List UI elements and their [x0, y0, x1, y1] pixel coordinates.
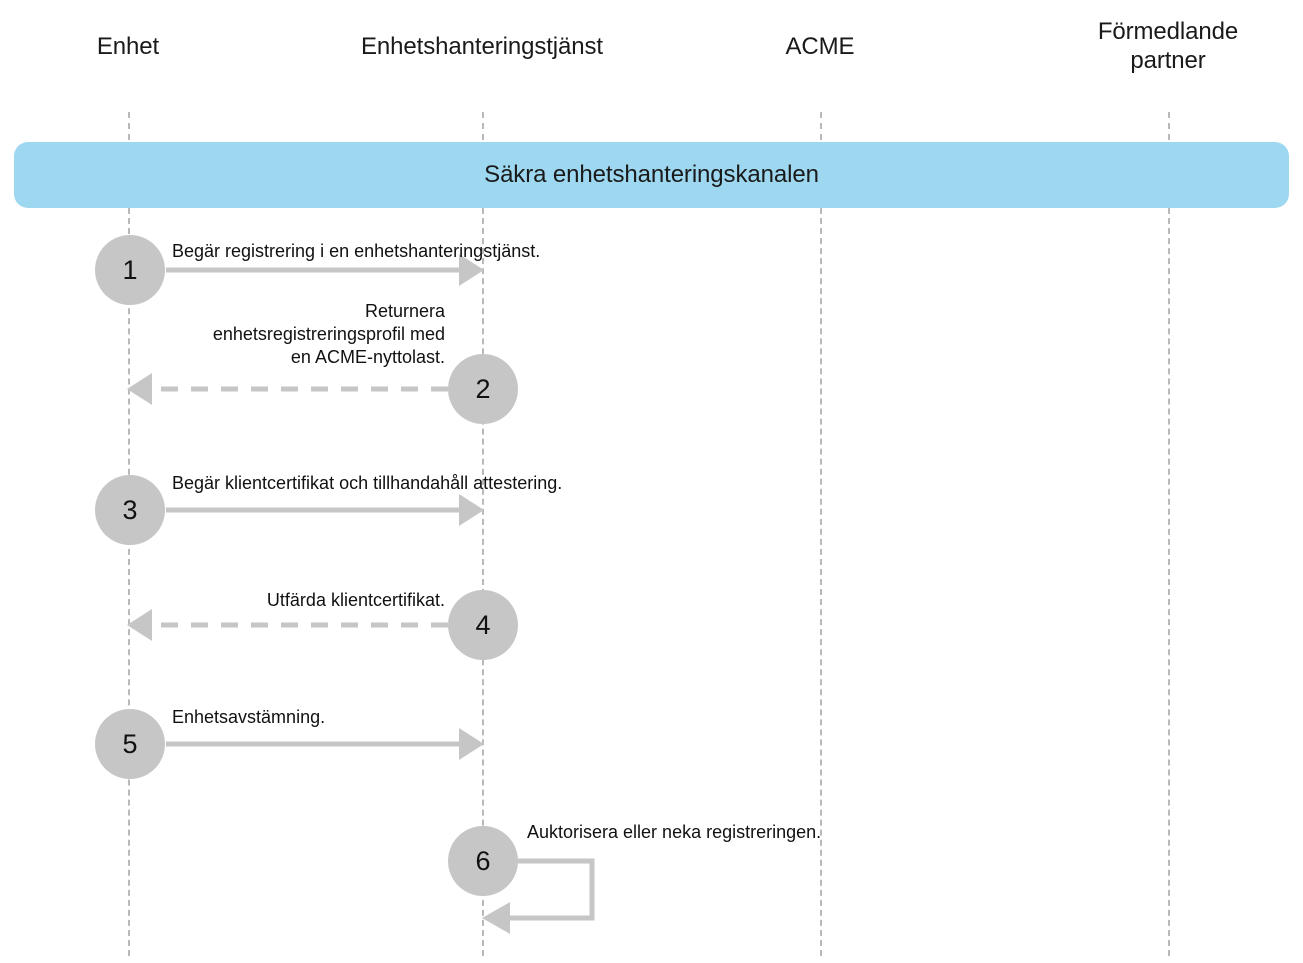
arrow-step-2	[127, 373, 448, 405]
step-number: 6	[475, 845, 491, 876]
arrow-step-5	[166, 728, 484, 760]
lifeline-acme	[820, 208, 822, 956]
lane-header-enhet: Enhet	[96, 33, 160, 60]
arrow-step-4	[127, 609, 448, 641]
arrow-step-3	[166, 494, 484, 526]
message-label-2: Returnera enhetsregistreringsprofil med …	[212, 301, 445, 367]
step-marker-1[interactable]: 1	[95, 235, 165, 305]
secure-channel-band: Säkra enhetshanteringskanalen	[14, 142, 1289, 208]
step-number: 1	[122, 254, 138, 285]
message-label-5: Enhetsavstämning.	[172, 707, 326, 727]
step-number: 5	[122, 728, 138, 759]
step-marker-6[interactable]: 6	[448, 826, 518, 896]
lifeline-enhet-top	[128, 112, 130, 140]
secure-channel-band-label: Säkra enhetshanteringskanalen	[484, 161, 819, 188]
step-number: 3	[122, 494, 138, 525]
lifeline-formedlande-partner-top	[1168, 112, 1170, 140]
step-marker-4[interactable]: 4	[448, 590, 518, 660]
message-label-3: Begär klientcertifikat och tillhandahåll…	[172, 473, 563, 493]
step-marker-3[interactable]: 3	[95, 475, 165, 545]
step-marker-5[interactable]: 5	[95, 709, 165, 779]
message-label-1: Begär registrering i en enhetshanterings…	[172, 241, 541, 261]
step-marker-2[interactable]: 2	[448, 354, 518, 424]
step-number: 4	[475, 609, 491, 640]
lifeline-acme-top	[820, 112, 822, 140]
step-number: 2	[475, 373, 491, 404]
lifeline-enhetshanteringstjanst	[482, 208, 484, 956]
lane-header-enhetshanteringstjanst: Enhetshanteringstjänst	[361, 33, 603, 60]
lifeline-formedlande-partner	[1168, 208, 1170, 956]
message-label-6: Auktorisera eller neka registreringen.	[527, 822, 822, 842]
lane-header-acme: ACME	[785, 33, 855, 60]
lifeline-enhetshanteringstjanst-top	[482, 112, 484, 140]
lane-header-formedlande-partner: Förmedlande partner	[1097, 18, 1239, 74]
lifeline-enhet	[128, 208, 130, 956]
message-label-4: Utfärda klientcertifikat.	[266, 590, 445, 610]
